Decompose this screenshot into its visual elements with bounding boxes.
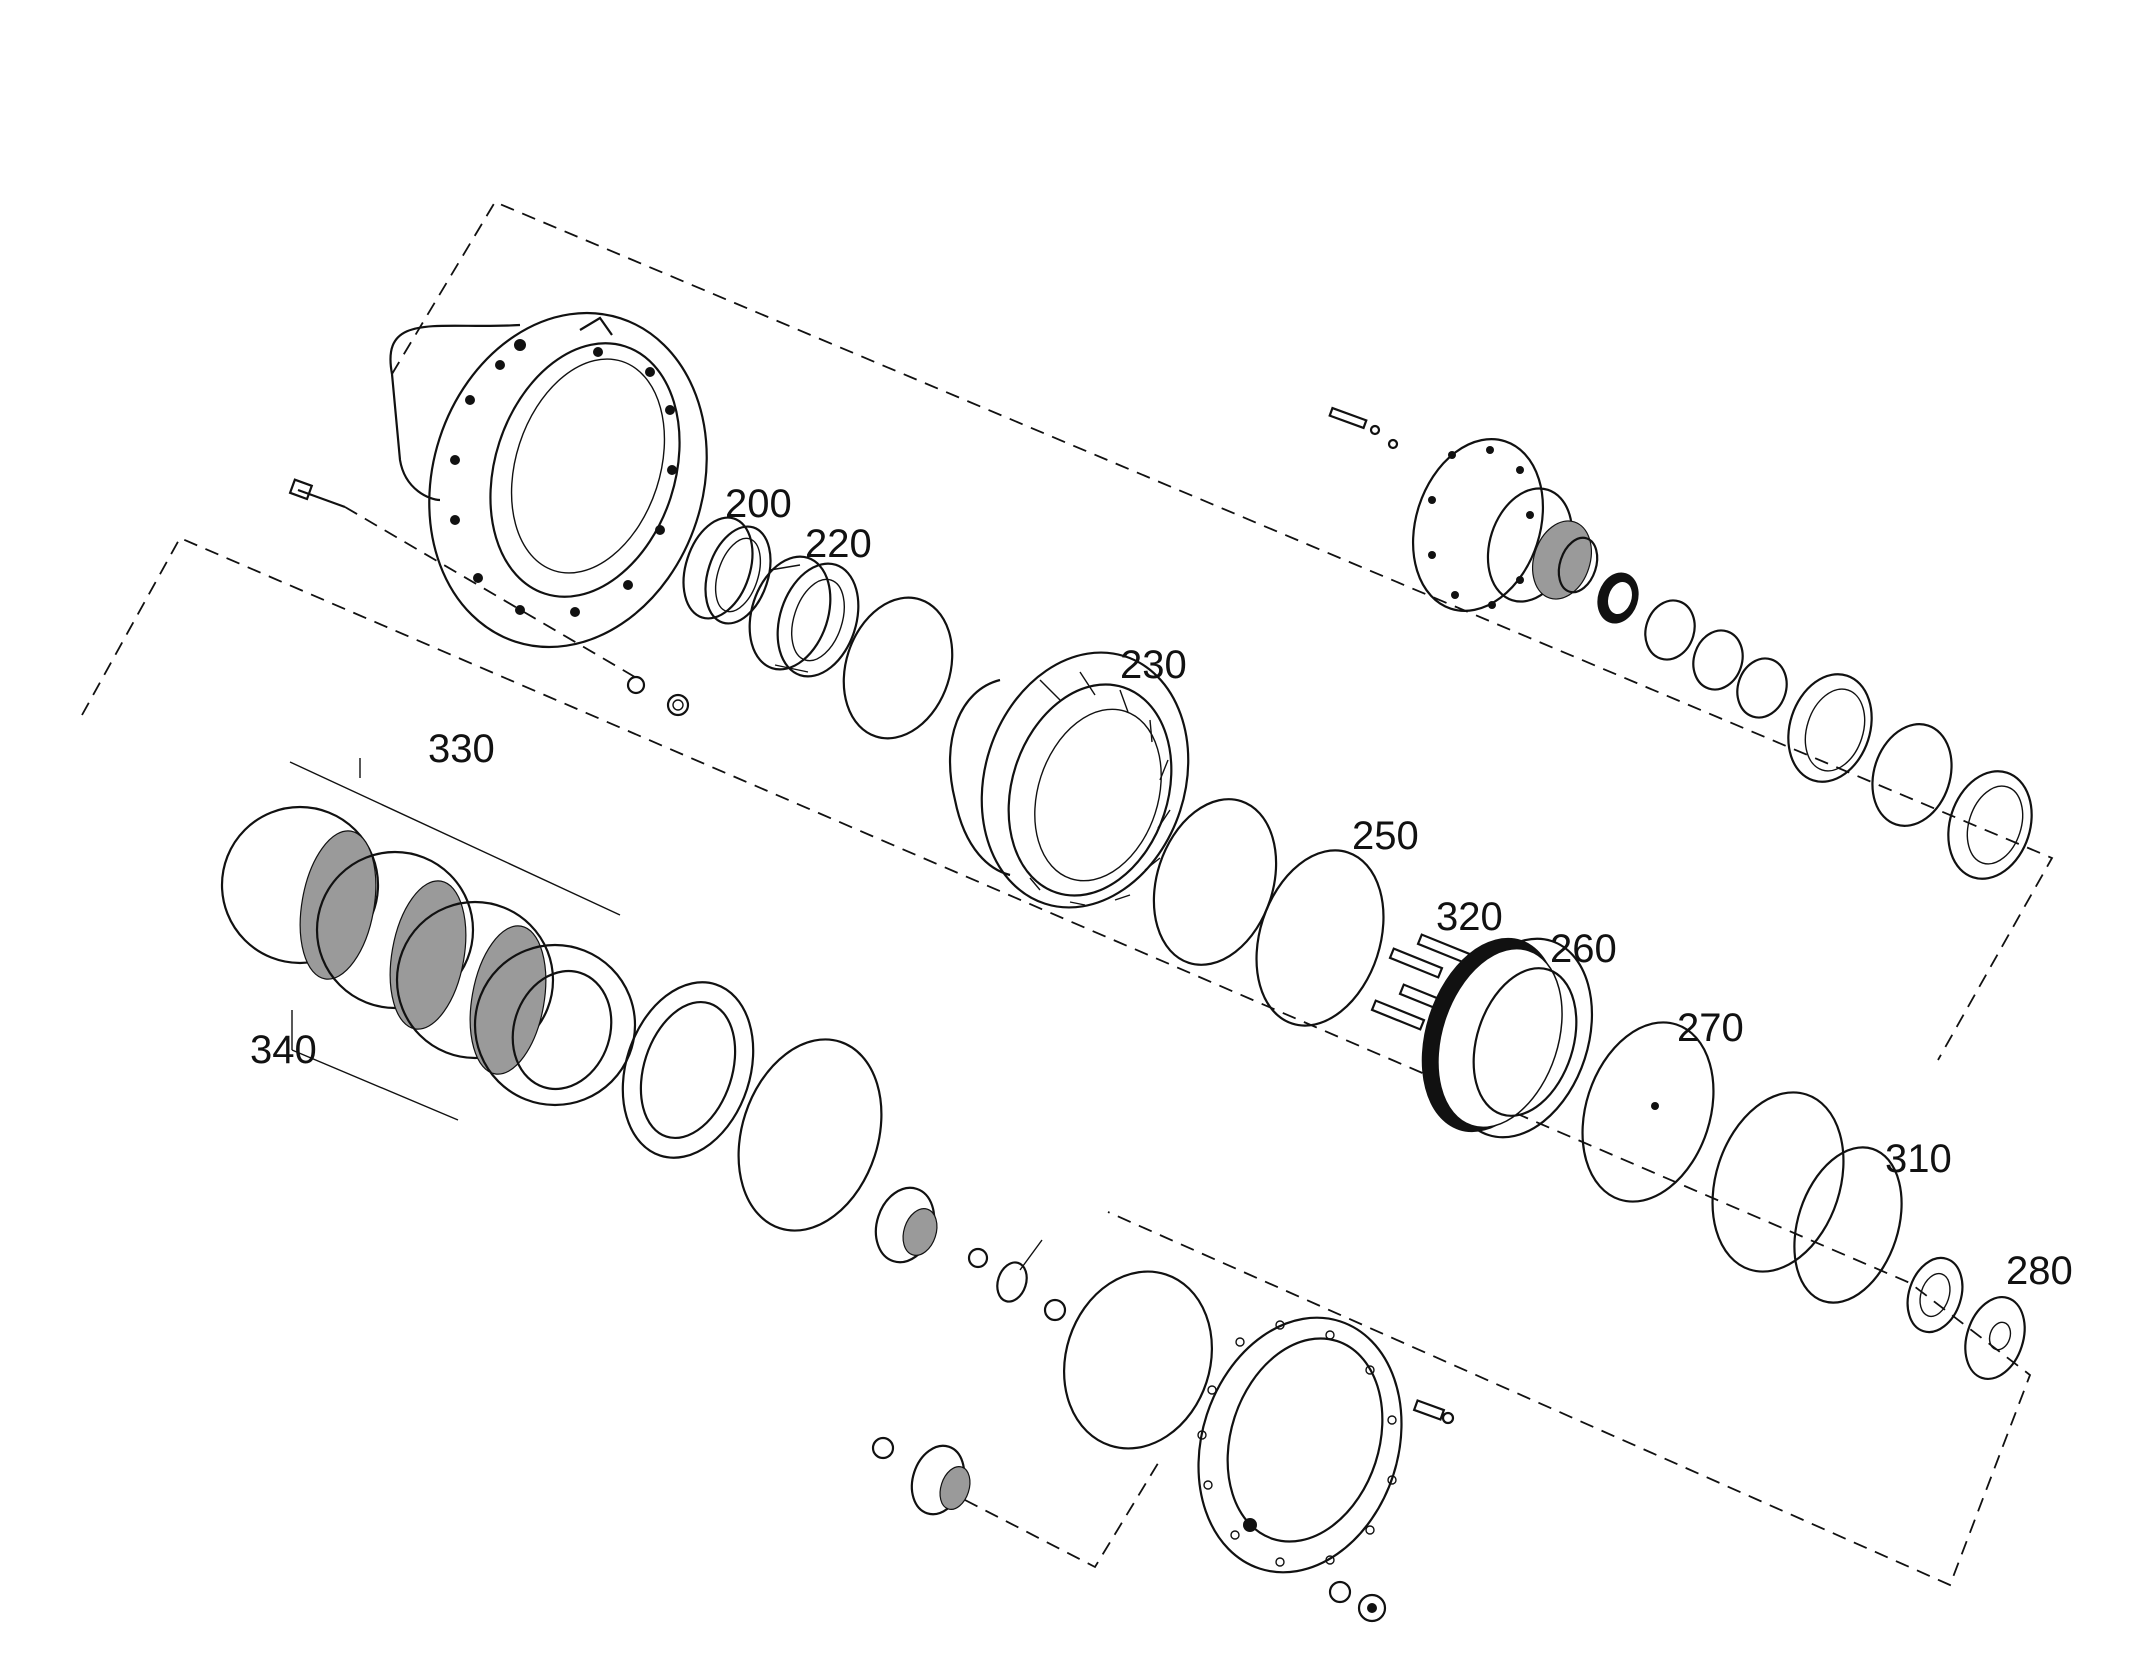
- end-cover: [1197, 1316, 1403, 1574]
- wheel-hub: [1411, 438, 1599, 612]
- drain-plug: [1357, 1593, 1387, 1623]
- small-o-ring: [1043, 1298, 1067, 1322]
- disc-270: [1581, 1021, 1715, 1203]
- planet-pinion: [910, 1444, 971, 1516]
- tapered-roller-bearing-220: [748, 555, 860, 678]
- ring-gear-230: [948, 651, 1190, 909]
- part-label-330: 330: [428, 727, 495, 771]
- hub-bearing-outer: [1947, 770, 2033, 880]
- gear-housing: [389, 311, 708, 649]
- large-snap-ring: [737, 1038, 883, 1232]
- part-label-280: 280: [2006, 1249, 2073, 1293]
- planet-carrier-260: [1421, 937, 1594, 1139]
- housing-bolt: [288, 478, 641, 681]
- small-o-ring: [967, 1247, 989, 1269]
- housing-plug: [626, 675, 690, 717]
- part-label-270: 270: [1677, 1006, 1744, 1050]
- planet-pins-320: [1370, 933, 1472, 1031]
- washer-280: [1964, 1296, 2026, 1380]
- hub-shim: [1692, 629, 1744, 691]
- part-label-320: 320: [1436, 895, 1503, 939]
- hub-shim: [1736, 657, 1788, 719]
- part-label-230: 230: [1120, 643, 1187, 687]
- part-label-250: 250: [1352, 814, 1419, 858]
- pressure-plate: [621, 981, 755, 1159]
- pinion-dashed-leader: [964, 1459, 1161, 1569]
- pinion-o-ring: [871, 1436, 895, 1460]
- hub-bearing: [1787, 673, 1873, 783]
- hub-seal: [1597, 572, 1639, 624]
- upper-assembly-dashed-boundary: [391, 200, 2054, 1061]
- part-label-200: 200: [725, 482, 792, 526]
- thrust-ring: [1152, 798, 1278, 966]
- cover-bolt: [1412, 1399, 1455, 1425]
- bearing-race-200: [682, 516, 772, 625]
- hub-stud: [1328, 406, 1399, 450]
- part-label-260: 260: [1550, 927, 1617, 971]
- sun-gear: [874, 1186, 938, 1264]
- thrust-washer: [1062, 1270, 1214, 1450]
- lock-nut: [1906, 1256, 1964, 1334]
- snap-ring: [842, 596, 954, 740]
- hub-shim: [1644, 599, 1696, 661]
- cover-disc: [1711, 1091, 1845, 1273]
- hub-ring: [1871, 723, 1953, 827]
- circlip-310: [1793, 1146, 1903, 1304]
- lower-assembly-dashed-boundary: [81, 536, 2032, 1587]
- part-label-310: 310: [1885, 1137, 1952, 1181]
- part-label-220: 220: [805, 522, 872, 566]
- circlip-250: [1255, 849, 1385, 1027]
- part-label-340: 340: [250, 1028, 317, 1072]
- needle-bearing: [996, 1239, 1043, 1303]
- clutch-disc-pack: [220, 758, 637, 1121]
- drain-plug-washer: [1328, 1580, 1352, 1604]
